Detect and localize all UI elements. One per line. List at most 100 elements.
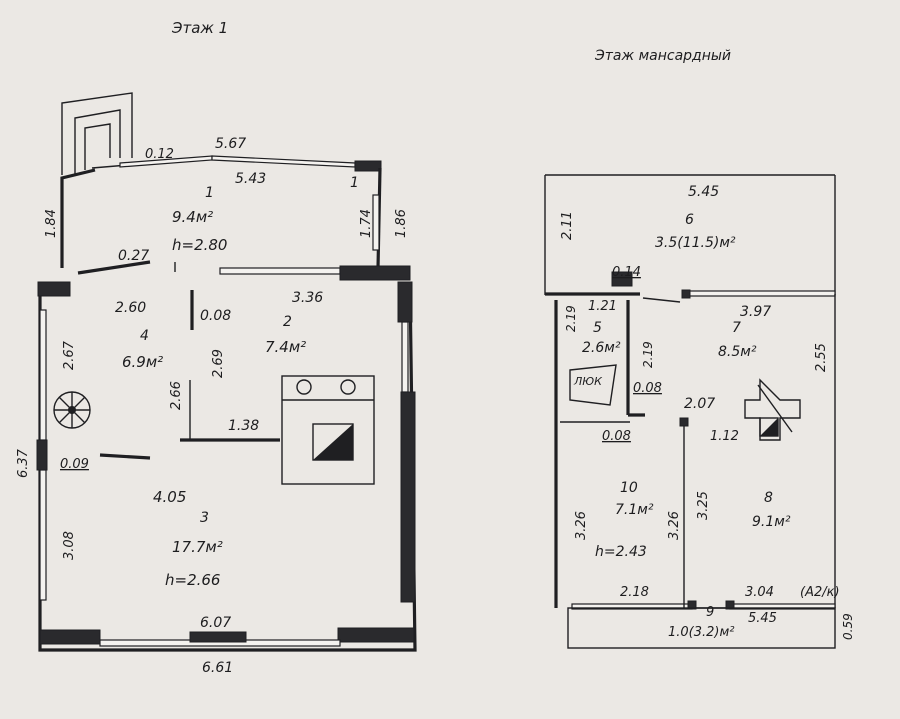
attic-post-bottom-2: [725, 600, 735, 610]
attic-dim-2-55: 2.55: [814, 343, 829, 372]
room1-window-right: [372, 194, 380, 251]
room9-number: 9: [706, 605, 714, 620]
room7-area: 8.5м²: [718, 344, 757, 360]
porch-step-line: [84, 123, 111, 170]
dim-0-27: 0.27: [118, 248, 149, 264]
dim-6-37: 6.37: [16, 448, 31, 478]
dim-1-38: 1.38: [228, 418, 259, 434]
attic-dim-3-97: 3.97: [740, 304, 771, 320]
attic-door-swing: [642, 297, 681, 303]
window-west-2: [39, 469, 47, 601]
outer-corner-top-right: [397, 281, 413, 323]
room10-area: 7.1м²: [615, 502, 654, 518]
outer-wall-east-block: [400, 391, 416, 603]
attic-dim-2-11: 2.11: [560, 211, 575, 240]
room5-number: 5: [593, 320, 602, 336]
chimney-diagonal: [757, 384, 793, 433]
room2-area: 7.4м²: [265, 338, 306, 356]
attic-dim-2-19-b: 2.19: [641, 341, 655, 368]
room4-number: 4: [140, 328, 149, 344]
dim-5-67: 5.67: [215, 136, 246, 152]
stove-burner-right: [340, 379, 356, 395]
porch-outline: [61, 92, 133, 175]
attic-dim-2-19-a: 2.19: [564, 305, 578, 332]
room1-wall-left: [60, 168, 96, 268]
attic-title: Этаж мансардный: [594, 48, 731, 64]
attic-block-top: [611, 271, 633, 287]
dim-2-60: 2.60: [115, 300, 146, 316]
stove-oven-fill: [313, 424, 353, 460]
attic-post-bottom: [687, 600, 697, 610]
porch-inner-line: [74, 109, 121, 175]
room9-area: 1.0(3.2)м²: [668, 625, 735, 640]
room8-area: 9.1м²: [752, 514, 791, 530]
floor1-title: Этаж 1: [171, 19, 228, 37]
floor1-plan: [36, 92, 417, 652]
dim-4-05: 4.05: [153, 488, 186, 506]
dim-3-36: 3.36: [292, 290, 323, 306]
room1-area: 9.4м²: [172, 208, 213, 226]
attic-mark-a2k: (А2/к): [800, 585, 840, 600]
attic-dim-2-18: 2.18: [620, 585, 649, 600]
window-west-1: [39, 309, 47, 441]
attic-dim-1-12: 1.12: [710, 429, 739, 444]
attic-window-post: [681, 289, 691, 299]
dim-6-61: 6.61: [202, 660, 233, 676]
south-wall-block: [189, 631, 247, 643]
room7-number: 7: [732, 320, 741, 336]
dim-0-09: 0.09: [60, 457, 89, 472]
room8-number: 8: [764, 490, 773, 506]
room3-area: 17.7м²: [172, 538, 223, 556]
room6-area: 3.5(11.5)м²: [655, 235, 736, 251]
outer-corner-top-left: [37, 281, 71, 297]
dim-2-66: 2.66: [169, 381, 184, 410]
interior-wall-room4: [99, 453, 151, 460]
attic-dim-3-04: 3.04: [745, 585, 774, 600]
divider-wall-block: [339, 265, 411, 281]
dim-1-74: 1.74: [359, 209, 374, 238]
room1-height: h=2.80: [172, 236, 227, 254]
outer-corner-bottom-right: [337, 627, 415, 643]
attic-hatch-outline: [569, 364, 617, 406]
dim-1-86: 1.86: [394, 209, 409, 238]
attic-room9-box: [567, 607, 836, 649]
stove-icon: [281, 375, 375, 485]
dim-5-43: 5.43: [235, 171, 266, 187]
dim-0-08: 0.08: [200, 308, 231, 324]
room4-area: 6.9м²: [122, 353, 163, 371]
dim-6-07: 6.07: [200, 615, 231, 631]
window-east-1: [401, 321, 409, 393]
chimney-icon: [744, 378, 801, 441]
attic-dim-3-26-b: 3.26: [667, 511, 682, 540]
stove-burner-left: [296, 379, 312, 395]
attic-dim-0-08-b: 0.08: [602, 429, 631, 444]
attic-partition-post: [679, 417, 689, 427]
dim-1-84: 1.84: [44, 209, 59, 238]
attic-plan: [544, 174, 836, 649]
room10-height: h=2.43: [595, 544, 647, 560]
attic-dim-2-07: 2.07: [684, 396, 715, 412]
labels: Этаж 1 Этаж мансардный 0.12 5.67 5.43 1 …: [16, 19, 855, 676]
dim-3-08: 3.08: [62, 531, 77, 560]
attic-dim-3-25: 3.25: [696, 491, 711, 520]
attic-dim-0-59: 0.59: [841, 613, 855, 640]
room6-number: 6: [685, 212, 694, 228]
room10-number: 10: [620, 480, 638, 496]
room1-corner-block: [354, 160, 382, 172]
dim-1: 1: [350, 175, 359, 191]
attic-window-top: [684, 290, 836, 297]
chimney-fill: [760, 418, 778, 436]
divider-window: [219, 267, 341, 275]
outer-corner-bottom-left: [39, 629, 101, 645]
attic-dim-3-26-a: 3.26: [574, 511, 589, 540]
west-wall-block: [36, 439, 48, 471]
room3-number: 3: [200, 510, 209, 526]
divider-wall-left: [77, 260, 151, 275]
attic-dim-1-21: 1.21: [588, 299, 617, 314]
attic-dim-0-08-a: 0.08: [633, 381, 662, 396]
attic-dim-5-45-top: 5.45: [688, 184, 719, 200]
dim-0-12: 0.12: [145, 147, 174, 162]
